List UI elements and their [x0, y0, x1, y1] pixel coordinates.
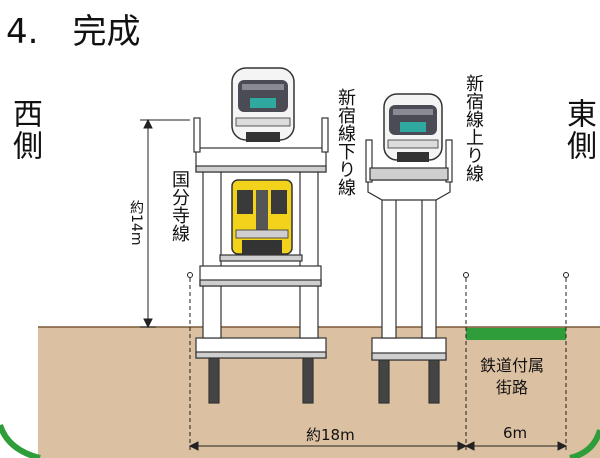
width-side-label: 6m — [503, 424, 528, 442]
page-title: 4. 完成 — [6, 12, 141, 52]
shinjuku-up-label: 新宿線上り線 — [463, 74, 484, 182]
width-main-label: 約18m — [306, 424, 355, 445]
left-viaduct — [193, 117, 329, 404]
dimension-width — [187, 272, 569, 451]
frame-border-right — [569, 429, 600, 458]
shinjuku-down-label: 新宿線下り線 — [335, 88, 356, 196]
east-label: 東側 — [561, 98, 596, 162]
right-viaduct — [365, 139, 453, 404]
west-label: 西側 — [7, 98, 42, 162]
dimension-height — [140, 118, 190, 329]
yellow-train-front-icon — [231, 179, 293, 255]
height-dimension-label: 約14m — [128, 200, 144, 246]
side-road — [466, 328, 566, 340]
side-road-label-line2: 街路 — [496, 378, 529, 397]
train-front-icon — [383, 93, 443, 162]
frame-border — [0, 423, 41, 458]
side-road-label-line1: 鉄道付属 — [480, 356, 545, 375]
kokubunji-line-label: 国分寺線 — [169, 170, 190, 242]
train-front-icon — [231, 67, 295, 142]
